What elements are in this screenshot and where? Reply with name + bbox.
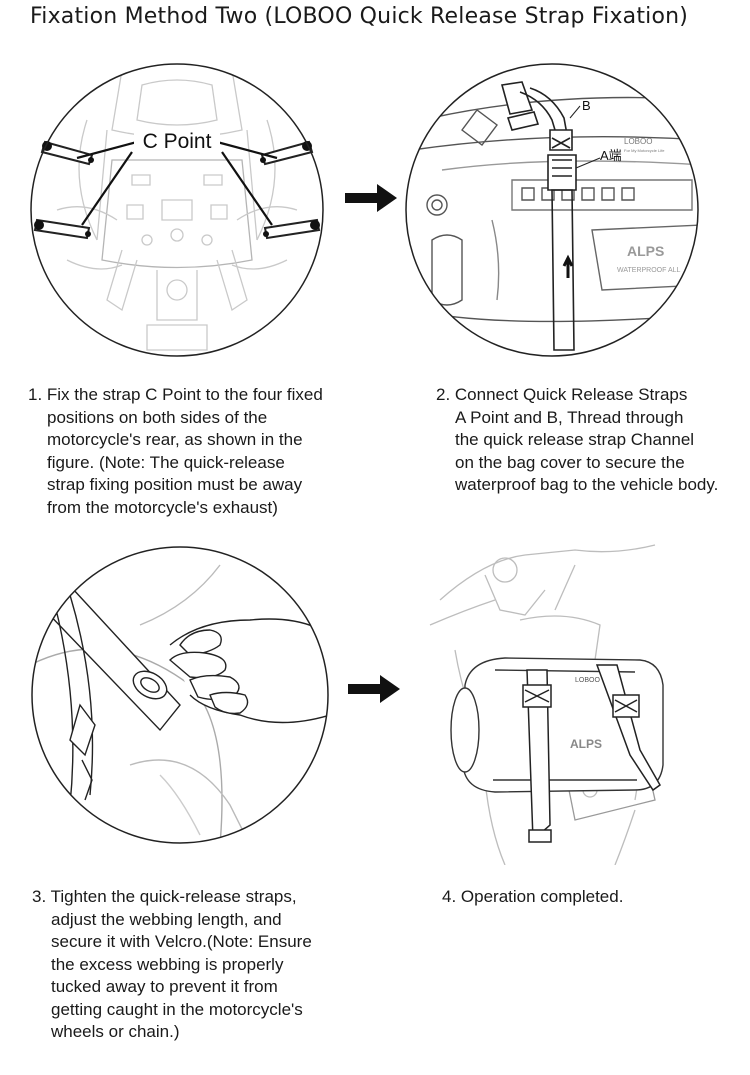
label-b: B xyxy=(582,98,591,113)
loboo-logo-tagline: For My Motorcycle Life xyxy=(624,148,665,153)
step-1-line-4: figure. (Note: The quick-release xyxy=(47,452,285,472)
step-4-text: 4. Operation completed. xyxy=(442,886,623,909)
c-point-callout: C Point xyxy=(143,130,212,153)
step-1-line-6: from the motorcycle's exhaust) xyxy=(47,497,278,517)
step-2-line-1: 2. Connect Quick Release Straps xyxy=(436,385,688,404)
step-2-text: 2. Connect Quick Release Straps A Point … xyxy=(436,384,718,497)
step-2-line-2: A Point and B, Thread through xyxy=(455,407,684,427)
right-arrow-icon xyxy=(348,675,400,703)
alps-logo: ALPS xyxy=(570,737,602,751)
step-3-line-2: adjust the webbing length, and xyxy=(51,909,282,929)
right-arrow-icon xyxy=(345,184,397,212)
step-3-text: 3. Tighten the quick-release straps, adj… xyxy=(32,886,312,1044)
step-4-line-1: 4. Operation completed. xyxy=(442,887,624,906)
loboo-logo: LOBOO xyxy=(624,137,652,146)
label-a: A端 xyxy=(600,148,622,163)
step-1-line-2: positions on both sides of the xyxy=(47,407,268,427)
step-3-line-7: wheels or chain.) xyxy=(51,1022,180,1041)
step-3-line-3: secure it with Velcro.(Note: Ensure xyxy=(51,932,312,951)
step-3-line-1: 3. Tighten the quick-release straps, xyxy=(32,887,297,906)
loboo-logo: LOBOO xyxy=(575,677,600,684)
figure-rear-rack-c-points: C Point xyxy=(27,60,327,360)
step-3-line-6: getting caught in the motorcycle's xyxy=(51,999,303,1019)
figure-tighten-strap xyxy=(30,545,330,845)
step-1-text: 1. Fix the strap C Point to the four fix… xyxy=(28,384,323,519)
step-3-line-4: the excess webbing is properly xyxy=(51,954,284,974)
page-title: Fixation Method Two (LOBOO Quick Release… xyxy=(30,4,689,29)
step-1-line-1: 1. Fix the strap C Point to the four fix… xyxy=(28,385,323,404)
step-2-line-4: on the bag cover to secure the xyxy=(455,452,685,472)
alps-logo: ALPS xyxy=(627,243,664,259)
alps-logo-sub: WATERPROOF ALL xyxy=(617,267,681,274)
step-1-line-5: strap fixing position must be away xyxy=(47,475,303,494)
figure-operation-completed: LOBOO ALPS xyxy=(425,540,670,865)
step-1-line-3: motorcycle's rear, as shown in the xyxy=(47,430,303,449)
step-2-line-3: the quick release strap Channel xyxy=(455,430,695,449)
step-2-line-5: waterproof bag to the vehicle body. xyxy=(455,475,719,494)
figure-strap-channel-closeup: B A端 LOBOO For My Motorcycle Life ALPS W… xyxy=(402,60,702,360)
step-3-line-5: tucked away to prevent it from xyxy=(51,977,278,996)
